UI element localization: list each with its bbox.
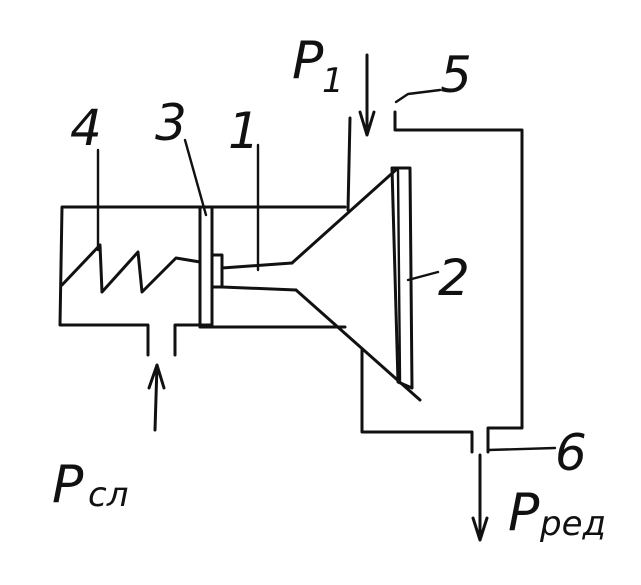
- inlet-left-wall: [346, 116, 352, 212]
- label-pred: P: [508, 483, 540, 543]
- label-part-5: 5: [440, 46, 472, 104]
- spring: [60, 243, 202, 294]
- outlet-arrow: [471, 453, 489, 542]
- label-psl: P: [52, 455, 84, 515]
- label-part-6: 6: [555, 424, 587, 482]
- label-psl-subscript: сл: [88, 475, 128, 515]
- label-part-3: 3: [155, 94, 187, 152]
- piston: [198, 205, 214, 329]
- leader-3: [183, 138, 208, 217]
- leader-5: [394, 88, 442, 104]
- label-part-4: 4: [70, 99, 102, 157]
- label-pred-subscript: ред: [539, 504, 606, 544]
- label-part-1: 1: [228, 102, 260, 160]
- valve-disk: [390, 166, 414, 390]
- inlet-arrow: [358, 53, 376, 137]
- leader-2: [406, 270, 440, 282]
- valve-disk-inner: [396, 168, 402, 382]
- label-part-2: 2: [438, 249, 470, 307]
- valve-stem: [210, 253, 298, 292]
- spring-chamber-housing: [58, 205, 214, 357]
- valve-body-outline: [360, 110, 524, 454]
- label-p1-subscript: 1: [322, 61, 344, 101]
- leader-6: [486, 446, 557, 452]
- control-pressure-arrow: [147, 363, 166, 432]
- label-p1: P: [292, 31, 324, 91]
